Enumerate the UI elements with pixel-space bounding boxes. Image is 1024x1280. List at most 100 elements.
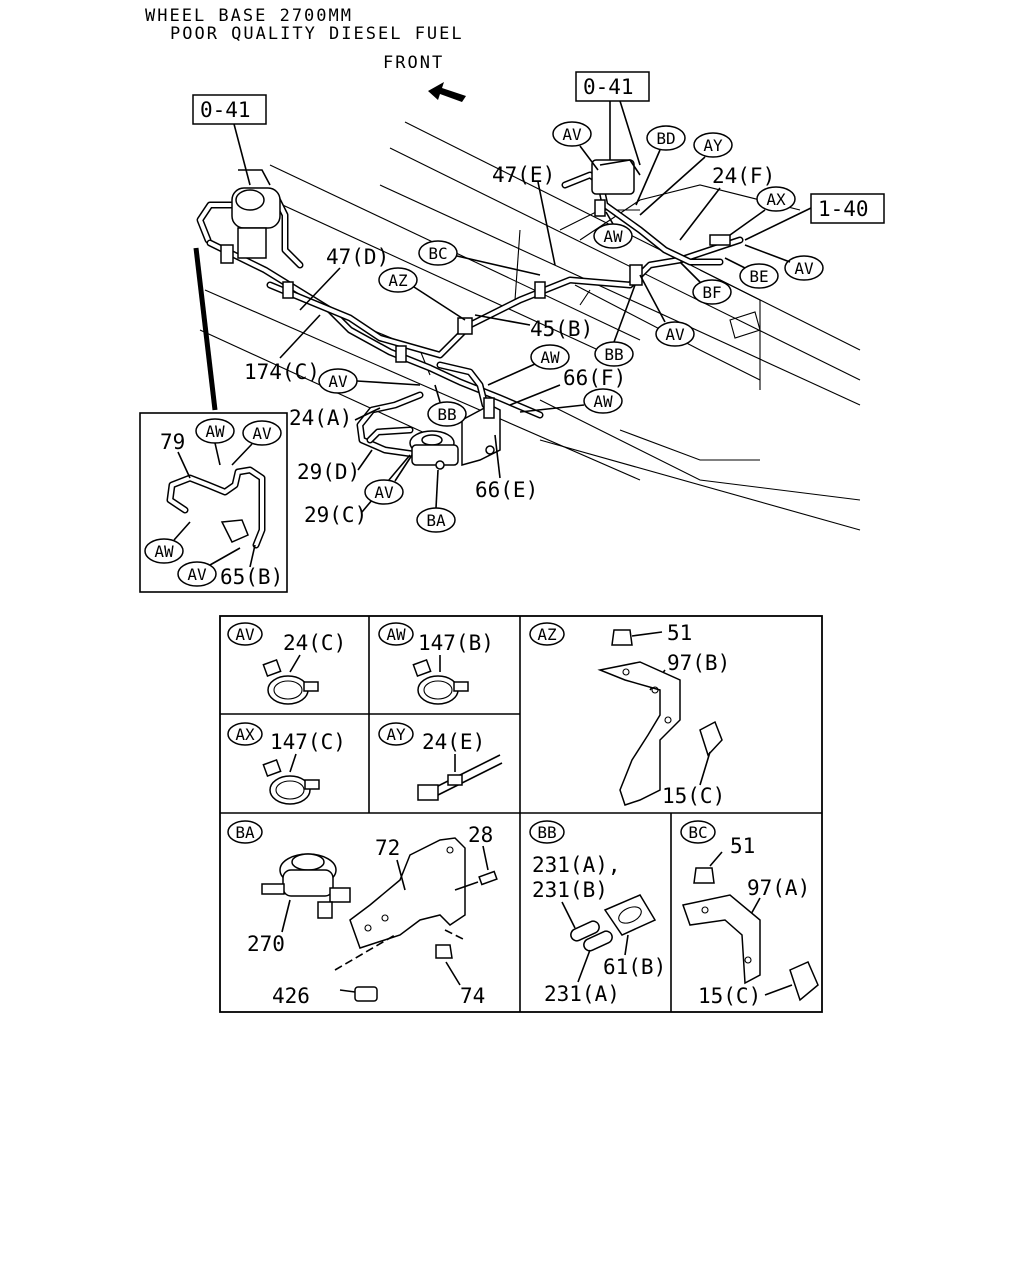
detail-bb-tag: BB [537,823,556,842]
detail-ax-tag: AX [235,725,255,744]
svg-text:AV: AV [328,372,348,391]
svg-text:BF: BF [702,283,721,302]
inset-tag-aw-top[interactable]: AW [195,418,235,466]
detail-ay-tag: AY [386,725,406,744]
ref-top-text: 0-41 [583,75,634,99]
tag-av-low[interactable]: AV [364,454,413,505]
detail-bb-231a-comma: 231(A), [532,853,621,877]
detail-grid: AV 24(C) AW 147(B) AX 147(C) [219,615,823,1013]
tag-ax[interactable]: AX [729,186,796,236]
detail-bb-61b: 61(B) [603,955,666,979]
svg-text:AV: AV [187,565,207,584]
detail-ba: BA 270 72 28 74 426 [227,820,498,1008]
detail-az-51: 51 [667,621,692,645]
detail-ba-72: 72 [375,836,400,860]
ref-box-right[interactable]: 1-40 [810,193,885,224]
ref-right-text: 1-40 [818,197,869,221]
svg-text:AW: AW [593,392,613,411]
detail-bc: BC 51 97(A) 15(C) [680,820,819,1008]
header-wheelbase: WHEEL BASE 2700MM [145,6,353,26]
detail-ba-426: 426 [272,984,310,1008]
pipe-clamps [282,199,731,419]
callout-24f: 24(F) [712,164,775,188]
inset-tag-av-top[interactable]: AV [231,420,282,466]
tag-bb-right[interactable]: BB [594,284,636,367]
ref-box-top[interactable]: 0-41 [575,71,650,102]
detail-ay: AY 24(E) [378,722,503,801]
detail-bc-tag: BC [688,823,707,842]
svg-text:AW: AW [154,542,174,561]
leader [609,100,641,166]
tag-aw-right[interactable]: AW [519,388,623,414]
detail-bb: BB 231(A), 231(B) 61(B) 231(A) [529,820,666,1006]
tag-av-left[interactable]: AV [318,368,421,394]
detail-ba-tag: BA [235,823,255,842]
tag-az[interactable]: AZ [378,267,466,321]
fuel-filter-assembly [220,169,281,264]
detail-az-97b: 97(B) [667,651,730,675]
tag-av-top[interactable]: AV [552,121,599,171]
sedimenter-assembly [409,404,501,470]
detail-av-part: 24(C) [283,631,346,655]
callout-29c: 29(C) [304,503,367,527]
svg-text:AY: AY [703,136,723,155]
tag-be[interactable]: BE [724,257,779,289]
inset-tag-av-bottom[interactable]: AV [177,547,241,587]
main-tags: AV BD AY AX AW BE AV [318,121,824,533]
svg-text:AV: AV [252,424,272,443]
callout-174c: 174(C) [244,360,320,384]
inset-79: 79 [160,430,185,454]
callout-47e: 47(E) [492,163,555,187]
detail-bc-97a: 97(A) [747,876,810,900]
detail-az-tag: AZ [537,625,557,644]
header-fuel-note: POOR QUALITY DIESEL FUEL [170,24,464,44]
svg-text:AV: AV [794,259,814,278]
svg-text:BA: BA [426,511,446,530]
callout-47d: 47(D) [326,245,389,269]
svg-text:BE: BE [749,267,768,286]
inset-tag-aw-bottom[interactable]: AW [144,521,191,564]
inset-65b: 65(B) [220,565,283,589]
detail-ba-270: 270 [247,932,285,956]
leader [233,123,251,186]
tag-ay[interactable]: AY [639,132,733,216]
tag-av-mid[interactable]: AV [639,274,695,347]
tag-bc[interactable]: BC [418,240,541,276]
inset-panel: 79 AW AV AW AV 65(B) [139,412,288,593]
ref-box-left[interactable]: 0-41 [192,94,267,125]
tag-aw-top[interactable]: AW [593,211,633,249]
callout-45b: 45(B) [530,317,593,341]
svg-text:AZ: AZ [388,271,408,290]
tag-bd[interactable]: BD [635,125,686,206]
callout-24a: 24(A) [289,406,352,430]
ref-left-text: 0-41 [200,98,251,122]
inset-pointer [193,247,218,411]
main-callouts: 47(E) 24(F) 47(D) 45(B) 174(C) 66(F) 24(… [244,163,775,527]
svg-text:AW: AW [205,422,225,441]
detail-av-tag: AV [235,625,255,644]
detail-ba-74: 74 [460,984,485,1008]
detail-bb-231b: 231(B) [532,878,608,902]
svg-text:AW: AW [603,227,623,246]
detail-az-15c: 15(C) [662,784,725,808]
detail-aw-tag: AW [386,625,406,644]
svg-text:BD: BD [656,129,675,148]
detail-bb-231a: 231(A) [544,982,620,1006]
detail-aw-part: 147(B) [418,631,494,655]
tag-av-right[interactable]: AV [744,244,824,281]
detail-aw: AW 147(B) [378,622,494,705]
tag-bf[interactable]: BF [679,261,732,305]
tag-ba[interactable]: BA [416,469,456,533]
svg-text:BB: BB [604,345,623,364]
detail-av: AV 24(C) [227,622,346,705]
front-arrow-icon [428,82,466,102]
tag-bb-mid[interactable]: BB [427,384,467,427]
svg-text:BB: BB [437,405,456,424]
tag-aw-mid[interactable]: AW [487,344,570,386]
detail-ax-part: 147(C) [270,730,346,754]
front-label: FRONT [383,53,444,73]
detail-bc-15c: 15(C) [698,984,761,1008]
fuel-heater-bracket [591,159,641,195]
svg-text:AV: AV [562,125,582,144]
svg-text:AX: AX [766,190,786,209]
